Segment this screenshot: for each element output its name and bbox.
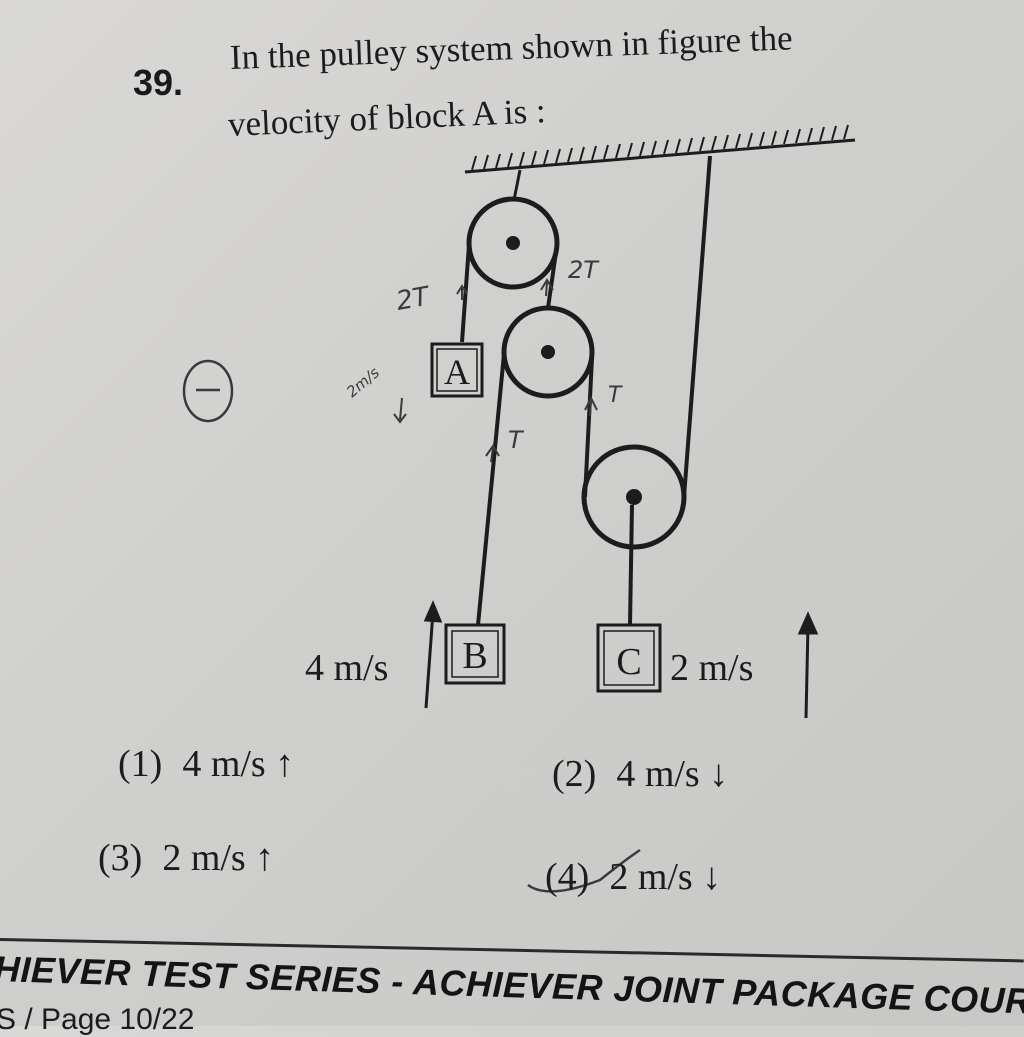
option-2[interactable]: (2) 4 m/s ↓ bbox=[552, 752, 728, 796]
block-a-label: A bbox=[444, 352, 470, 392]
option-4-text: 2 m/s ↓ bbox=[609, 856, 722, 898]
question-number: 39. bbox=[133, 62, 184, 103]
block-b-label: B bbox=[462, 635, 487, 677]
tension-2t-left: 2T bbox=[394, 281, 433, 317]
velocity-note: 2m/s bbox=[343, 363, 383, 401]
option-3[interactable]: (3) 2 m/s ↑ bbox=[98, 836, 274, 880]
top-pulley bbox=[466, 169, 560, 290]
block-c: C bbox=[596, 623, 662, 693]
handwritten-annotations: 2T 2T T T 2m/s bbox=[182, 256, 641, 893]
option-2-text: 4 m/s ↓ bbox=[616, 753, 729, 795]
tension-t-left: T bbox=[508, 426, 525, 454]
velocity-c-label: 2 m/s bbox=[670, 647, 753, 689]
arrow-up-c-icon bbox=[797, 611, 819, 719]
velocity-b-label: 4 m/s bbox=[305, 647, 388, 689]
option-3-text: 2 m/s ↑ bbox=[162, 837, 275, 879]
option-4[interactable]: (4) 2 m/s ↓ bbox=[545, 855, 721, 899]
tension-t-right: T bbox=[608, 383, 623, 408]
option-1-text: 4 m/s ↑ bbox=[182, 743, 295, 785]
block-c-label: C bbox=[616, 641, 641, 683]
block-b: B bbox=[444, 623, 506, 685]
strings bbox=[460, 155, 712, 626]
middle-pulley bbox=[501, 305, 595, 399]
option-3-number: (3) bbox=[98, 837, 143, 879]
block-a: A bbox=[430, 342, 484, 398]
ceiling bbox=[464, 124, 856, 174]
option-1-number: (1) bbox=[118, 743, 163, 785]
option-1[interactable]: (1) 4 m/s ↑ bbox=[118, 742, 294, 786]
bottom-pulley bbox=[581, 444, 687, 550]
option-2-number: (2) bbox=[552, 753, 597, 795]
footer-page-info: S / Page 10/22 bbox=[0, 1003, 195, 1036]
tension-2t-right: 2T bbox=[568, 256, 600, 284]
arrow-up-b-icon bbox=[423, 600, 443, 709]
option-4-number: (4) bbox=[545, 856, 590, 898]
